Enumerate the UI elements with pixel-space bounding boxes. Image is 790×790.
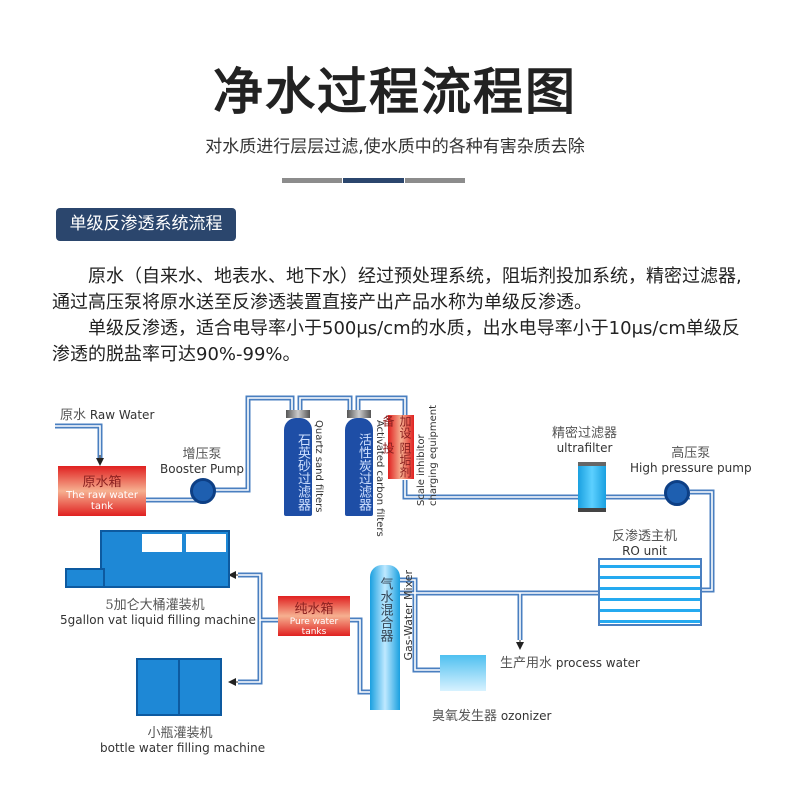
raw-water-tank: 原水箱 The raw water tank <box>58 466 146 516</box>
pure-water-tank: 纯水箱 Pure water tanks <box>278 596 350 637</box>
ultrafilter <box>578 462 606 512</box>
hp-pump-icon <box>664 480 690 506</box>
booster-pump-icon <box>190 478 216 504</box>
divider-left <box>282 178 342 183</box>
quartz-sand-filter: 石英砂过滤器 <box>284 418 312 516</box>
gallon-conveyor <box>65 568 105 588</box>
raw-water-label: 原水 Raw Water <box>60 408 155 423</box>
process-water-label: 生产用水 process water <box>500 656 640 671</box>
mixer-label: Gas-Water Mixer <box>402 570 415 661</box>
ozonizer-label: 臭氧发生器 ozonizer <box>432 709 552 724</box>
carbon-label: Activated carbon filters <box>374 420 385 537</box>
paragraph-2: 单级反渗透，适合电导率小于500μs/cm的水质，出水电导率小于10μs/cm单… <box>52 318 740 365</box>
page-title: 净水过程流程图 <box>213 63 577 121</box>
filter-cap <box>286 410 310 418</box>
divider-center <box>343 178 404 183</box>
bottle-filling-machine <box>136 658 222 716</box>
gas-water-mixer: 气水混合器 <box>370 565 400 710</box>
quartz-label: Quartz sand filters <box>313 420 324 513</box>
section-badge: 单级反渗透系统流程 <box>56 208 236 241</box>
ozonizer <box>440 655 486 691</box>
page-subtitle: 对水质进行层层过滤,使水质中的各种有害杂质去除 <box>205 137 585 157</box>
ro-unit <box>598 558 702 626</box>
filter-cap <box>347 410 371 418</box>
carbon-filter: 活性炭过滤器 <box>345 418 373 516</box>
scale-inhibitor-equipment: 加设备阻垢剂投 <box>381 415 414 479</box>
divider-right <box>405 178 465 183</box>
paragraph-1: 原水（自来水、地表水、地下水）经过预处理系统，阻垢剂投加系统，精密过滤器,通过高… <box>52 266 742 313</box>
gallon-filling-machine <box>100 530 230 588</box>
